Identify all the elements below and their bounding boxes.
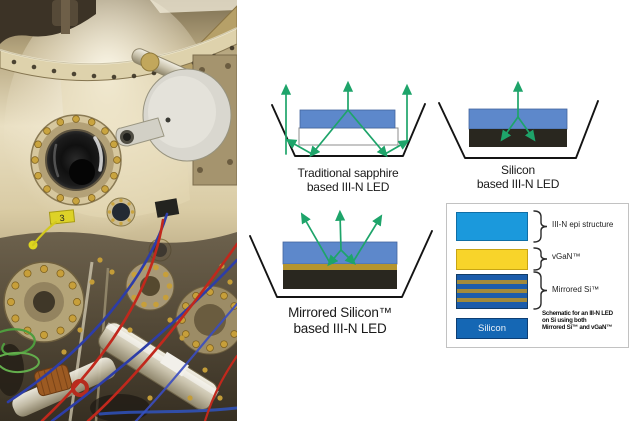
vacuum-chamber-photo: 3 [0,0,237,421]
legend-caption: Schematic for an III-N LED on Si using b… [542,310,630,332]
tag-number: 3 [59,213,65,223]
brace-mirrored [533,271,548,310]
legend-label-vgan: vGaN™ [552,252,581,261]
brace-epi [533,210,548,243]
legend-brace-marks [533,210,548,310]
sapphire-led-diagram [271,80,426,158]
legend-label-epi: III-N epi structure [552,220,614,229]
legend-swatch-silicon: Silicon [456,318,528,339]
legend-swatch-epi [456,212,528,241]
brace-vgan [533,247,548,271]
silicon-led-label: Silicon based III-N LED [438,163,598,191]
warning-tag: 3 [48,209,76,225]
legend-swatch-vgan [456,249,528,270]
legend-caption-line1: Schematic for an III-N LED [542,310,613,317]
legend-caption-line3: Mirrored Si™ and vGaN™ [542,323,613,331]
silicon-block-label: Silicon [478,323,506,334]
silicon-led-label-line2: based III-N LED [476,177,560,191]
cables [0,198,237,421]
sapphire-led-label-line1: Traditional sapphire [297,166,399,180]
sapphire-led-label: Traditional sapphire based III-N LED [268,166,428,194]
vacuum-chamber-art: 3 [0,0,237,421]
silicon-led-diagram [438,80,599,159]
mirrored-silicon-led-label: Mirrored Silicon™ based III-N LED [258,305,422,337]
actuator-motor [115,48,237,186]
legend-caption-line2: on Si using both [542,316,587,324]
mirrored-silicon-led-label-line1: Mirrored Silicon™ [288,305,392,320]
chamber-top-flange [0,27,237,82]
silicon-led-label-line1: Silicon [501,163,535,177]
legend-box: Silicon III-N epi structure vGaN™ Mirror… [446,203,629,348]
legend-label-mirrored-si: Mirrored Si™ [552,285,600,294]
viewport-window [30,114,122,206]
mirrored-silicon-led-diagram [249,209,433,298]
mirrored-silicon-led-label-line2: based III-N LED [293,321,387,336]
sapphire-led-label-line2: based III-N LED [306,180,390,194]
legend-swatch-mirrored-si [456,274,528,309]
